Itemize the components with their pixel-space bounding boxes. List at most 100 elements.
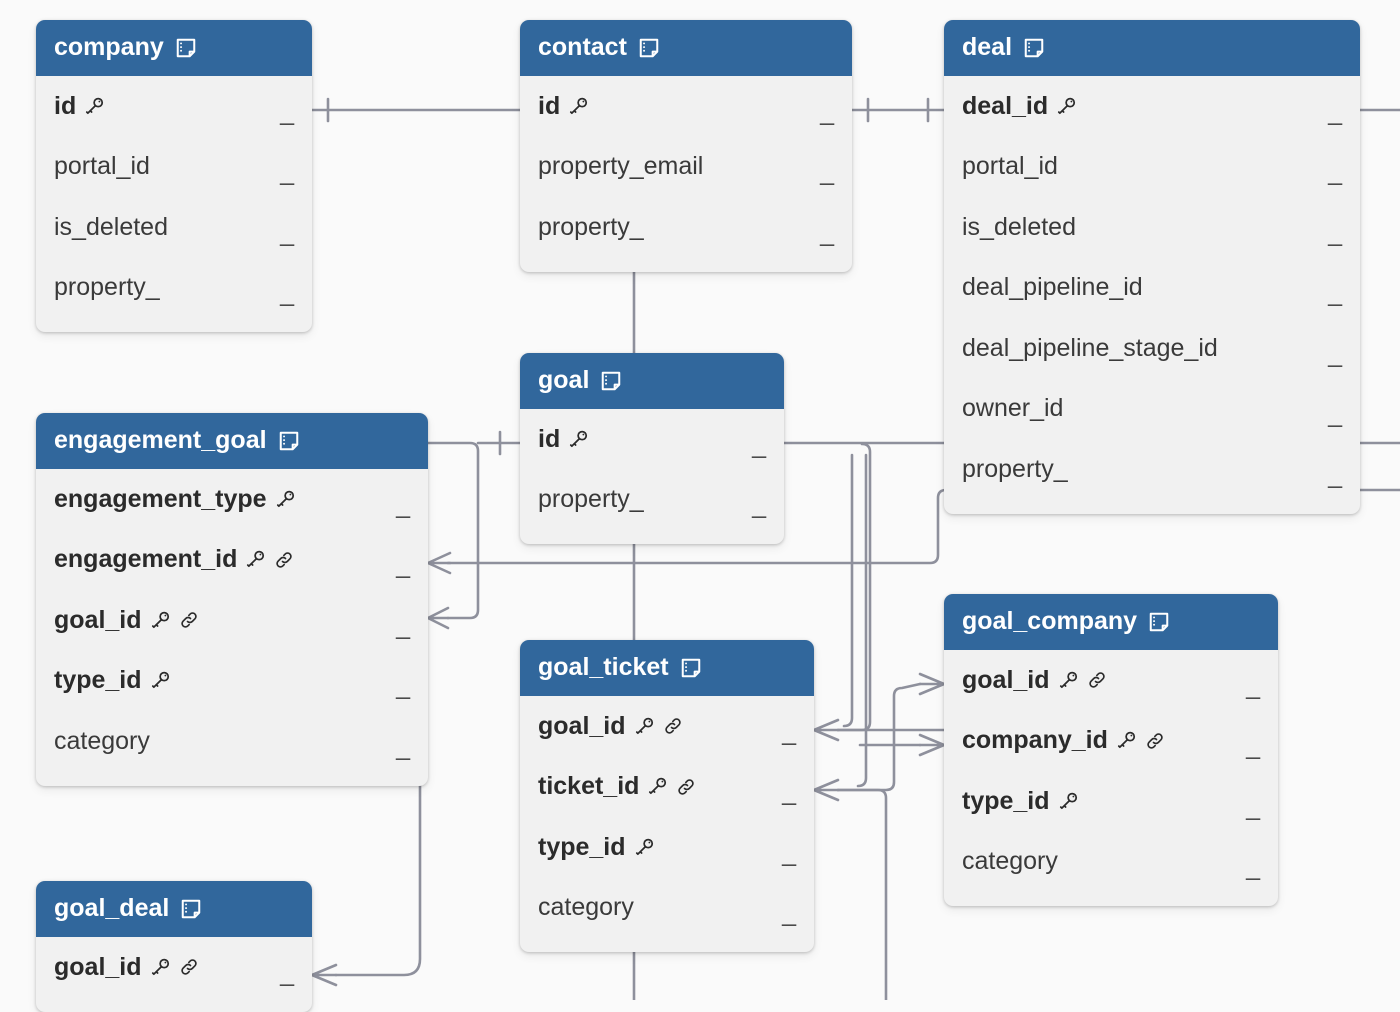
column-name-wrap: category	[962, 847, 1058, 876]
entity-header-goal[interactable]: goal	[520, 353, 784, 409]
column-name-wrap: property_	[54, 273, 160, 302]
column-row[interactable]: id _	[520, 76, 852, 137]
entity-title: engagement_goal	[54, 426, 267, 454]
entity-header-contact[interactable]: contact	[520, 20, 852, 76]
column-type: _	[1246, 671, 1260, 700]
entity-header-company[interactable]: company	[36, 20, 312, 76]
column-name: type_id	[54, 666, 142, 695]
crowsfoot-enggoal-engid	[426, 551, 452, 575]
column-row[interactable]: is_deleted _	[36, 197, 312, 258]
column-row[interactable]: goal_id _	[36, 590, 428, 651]
column-type: _	[820, 97, 834, 126]
note-icon	[638, 37, 660, 59]
column-row[interactable]: category _	[520, 878, 814, 939]
column-name: id	[54, 91, 77, 120]
key-icon	[634, 716, 655, 737]
column-row[interactable]: deal_pipeline_stage_id_	[944, 318, 1360, 379]
column-row[interactable]: company_id _	[944, 711, 1278, 772]
entity-header-goal_deal[interactable]: goal_deal	[36, 881, 312, 937]
link-goal-vertical-right-2	[856, 453, 868, 788]
column-row[interactable]: property_ _	[520, 470, 784, 531]
column-type: _	[752, 491, 766, 519]
entity-table-contact[interactable]: contact id _property_email_property__	[520, 20, 852, 272]
column-row[interactable]: portal_id_	[36, 137, 312, 198]
column-row[interactable]: type_id _	[36, 651, 428, 712]
link-icon	[274, 550, 294, 570]
column-row[interactable]: id _	[36, 76, 312, 137]
column-row[interactable]: portal_id_	[944, 137, 1360, 198]
column-type: _	[1328, 339, 1342, 368]
crowsfoot-goalticket-goalid	[812, 718, 840, 742]
link-goal-vertical-right	[842, 453, 854, 728]
entity-columns-company: id _portal_id_is_deleted_property__	[36, 76, 312, 332]
column-name-wrap: property_	[538, 485, 644, 514]
link-icon	[179, 957, 199, 977]
column-row[interactable]: property__	[36, 258, 312, 319]
link-goalticket-goalcompany-1	[836, 442, 872, 732]
column-name: engagement_type	[54, 484, 267, 513]
column-name-wrap: property_	[962, 455, 1068, 484]
note-icon	[680, 657, 702, 679]
column-type: _	[396, 611, 410, 640]
column-row[interactable]: category_	[36, 711, 428, 772]
column-type: _	[782, 838, 796, 867]
column-row[interactable]: ticket_id _	[520, 757, 814, 818]
entity-header-deal[interactable]: deal	[944, 20, 1360, 76]
column-row[interactable]: is_deleted_	[944, 197, 1360, 258]
link-enggoal-header-goal	[426, 441, 480, 620]
entity-table-goal_company[interactable]: goal_company goal_id _company_id _type_i…	[944, 594, 1278, 906]
column-row[interactable]: type_id _	[944, 771, 1278, 832]
column-name: property_	[54, 273, 160, 302]
entity-table-engagement_goal[interactable]: engagement_goal engagement_type _engagem…	[36, 413, 428, 786]
column-row[interactable]: property_email_	[520, 137, 852, 198]
column-name: goal_id	[962, 665, 1050, 694]
entity-table-goal_ticket[interactable]: goal_ticket goal_id _ticket_id _type_id	[520, 640, 814, 952]
entity-table-deal[interactable]: deal deal_id _portal_id_is_deleted_deal_…	[944, 20, 1360, 514]
entity-title: deal	[962, 33, 1013, 61]
entity-table-goal_deal[interactable]: goal_deal goal_id _	[36, 881, 312, 1012]
crowsfoot-goalcompany-companyid	[918, 733, 946, 757]
entity-columns-deal: deal_id _portal_id_is_deleted_deal_pipel…	[944, 76, 1360, 514]
column-type: _	[280, 218, 294, 247]
column-name-wrap: engagement_id	[54, 545, 294, 574]
column-row[interactable]: category_	[944, 832, 1278, 893]
entity-header-goal_company[interactable]: goal_company	[944, 594, 1278, 650]
key-icon	[568, 96, 589, 117]
column-name: is_deleted	[54, 212, 168, 241]
entity-title: goal_deal	[54, 894, 170, 922]
column-row[interactable]: deal_id _	[944, 76, 1360, 137]
entity-table-goal[interactable]: goal id _ property_ _	[520, 353, 784, 544]
column-row[interactable]: type_id _	[520, 817, 814, 878]
column-type: _	[280, 97, 294, 126]
column-name-wrap: is_deleted	[54, 213, 168, 242]
entity-title: company	[54, 33, 164, 61]
column-name-wrap: category	[538, 893, 634, 922]
column-name: property_	[538, 485, 644, 514]
column-row[interactable]: id _	[520, 409, 784, 470]
column-name: company_id	[962, 726, 1108, 755]
column-type: _	[820, 218, 834, 247]
column-name: portal_id	[54, 152, 150, 181]
entity-header-engagement_goal[interactable]: engagement_goal	[36, 413, 428, 469]
column-row[interactable]: property_ _	[944, 439, 1360, 500]
entity-table-company[interactable]: company id _portal_id_is_deleted_propert…	[36, 20, 312, 332]
column-row[interactable]: owner_id_	[944, 379, 1360, 440]
entity-columns-engagement_goal: engagement_type _engagement_id _goal_id …	[36, 469, 428, 786]
column-row[interactable]: goal_id _	[944, 650, 1278, 711]
column-type: _	[1328, 97, 1342, 126]
column-row[interactable]: property__	[520, 197, 852, 258]
column-row[interactable]: goal_id _	[36, 937, 312, 998]
column-row[interactable]: engagement_type _	[36, 469, 428, 530]
column-name-wrap: portal_id	[54, 152, 150, 181]
column-type: _	[1328, 460, 1342, 489]
column-type: _	[782, 899, 796, 927]
entity-header-goal_ticket[interactable]: goal_ticket	[520, 640, 814, 696]
column-row[interactable]: goal_id _	[520, 696, 814, 757]
column-row[interactable]: engagement_id _	[36, 530, 428, 591]
column-type: _	[1328, 400, 1342, 428]
column-name: deal_pipeline_id	[962, 273, 1143, 302]
column-row[interactable]: deal_pipeline_id_	[944, 258, 1360, 319]
entity-columns-contact: id _property_email_property__	[520, 76, 852, 272]
column-type: _	[820, 158, 834, 186]
